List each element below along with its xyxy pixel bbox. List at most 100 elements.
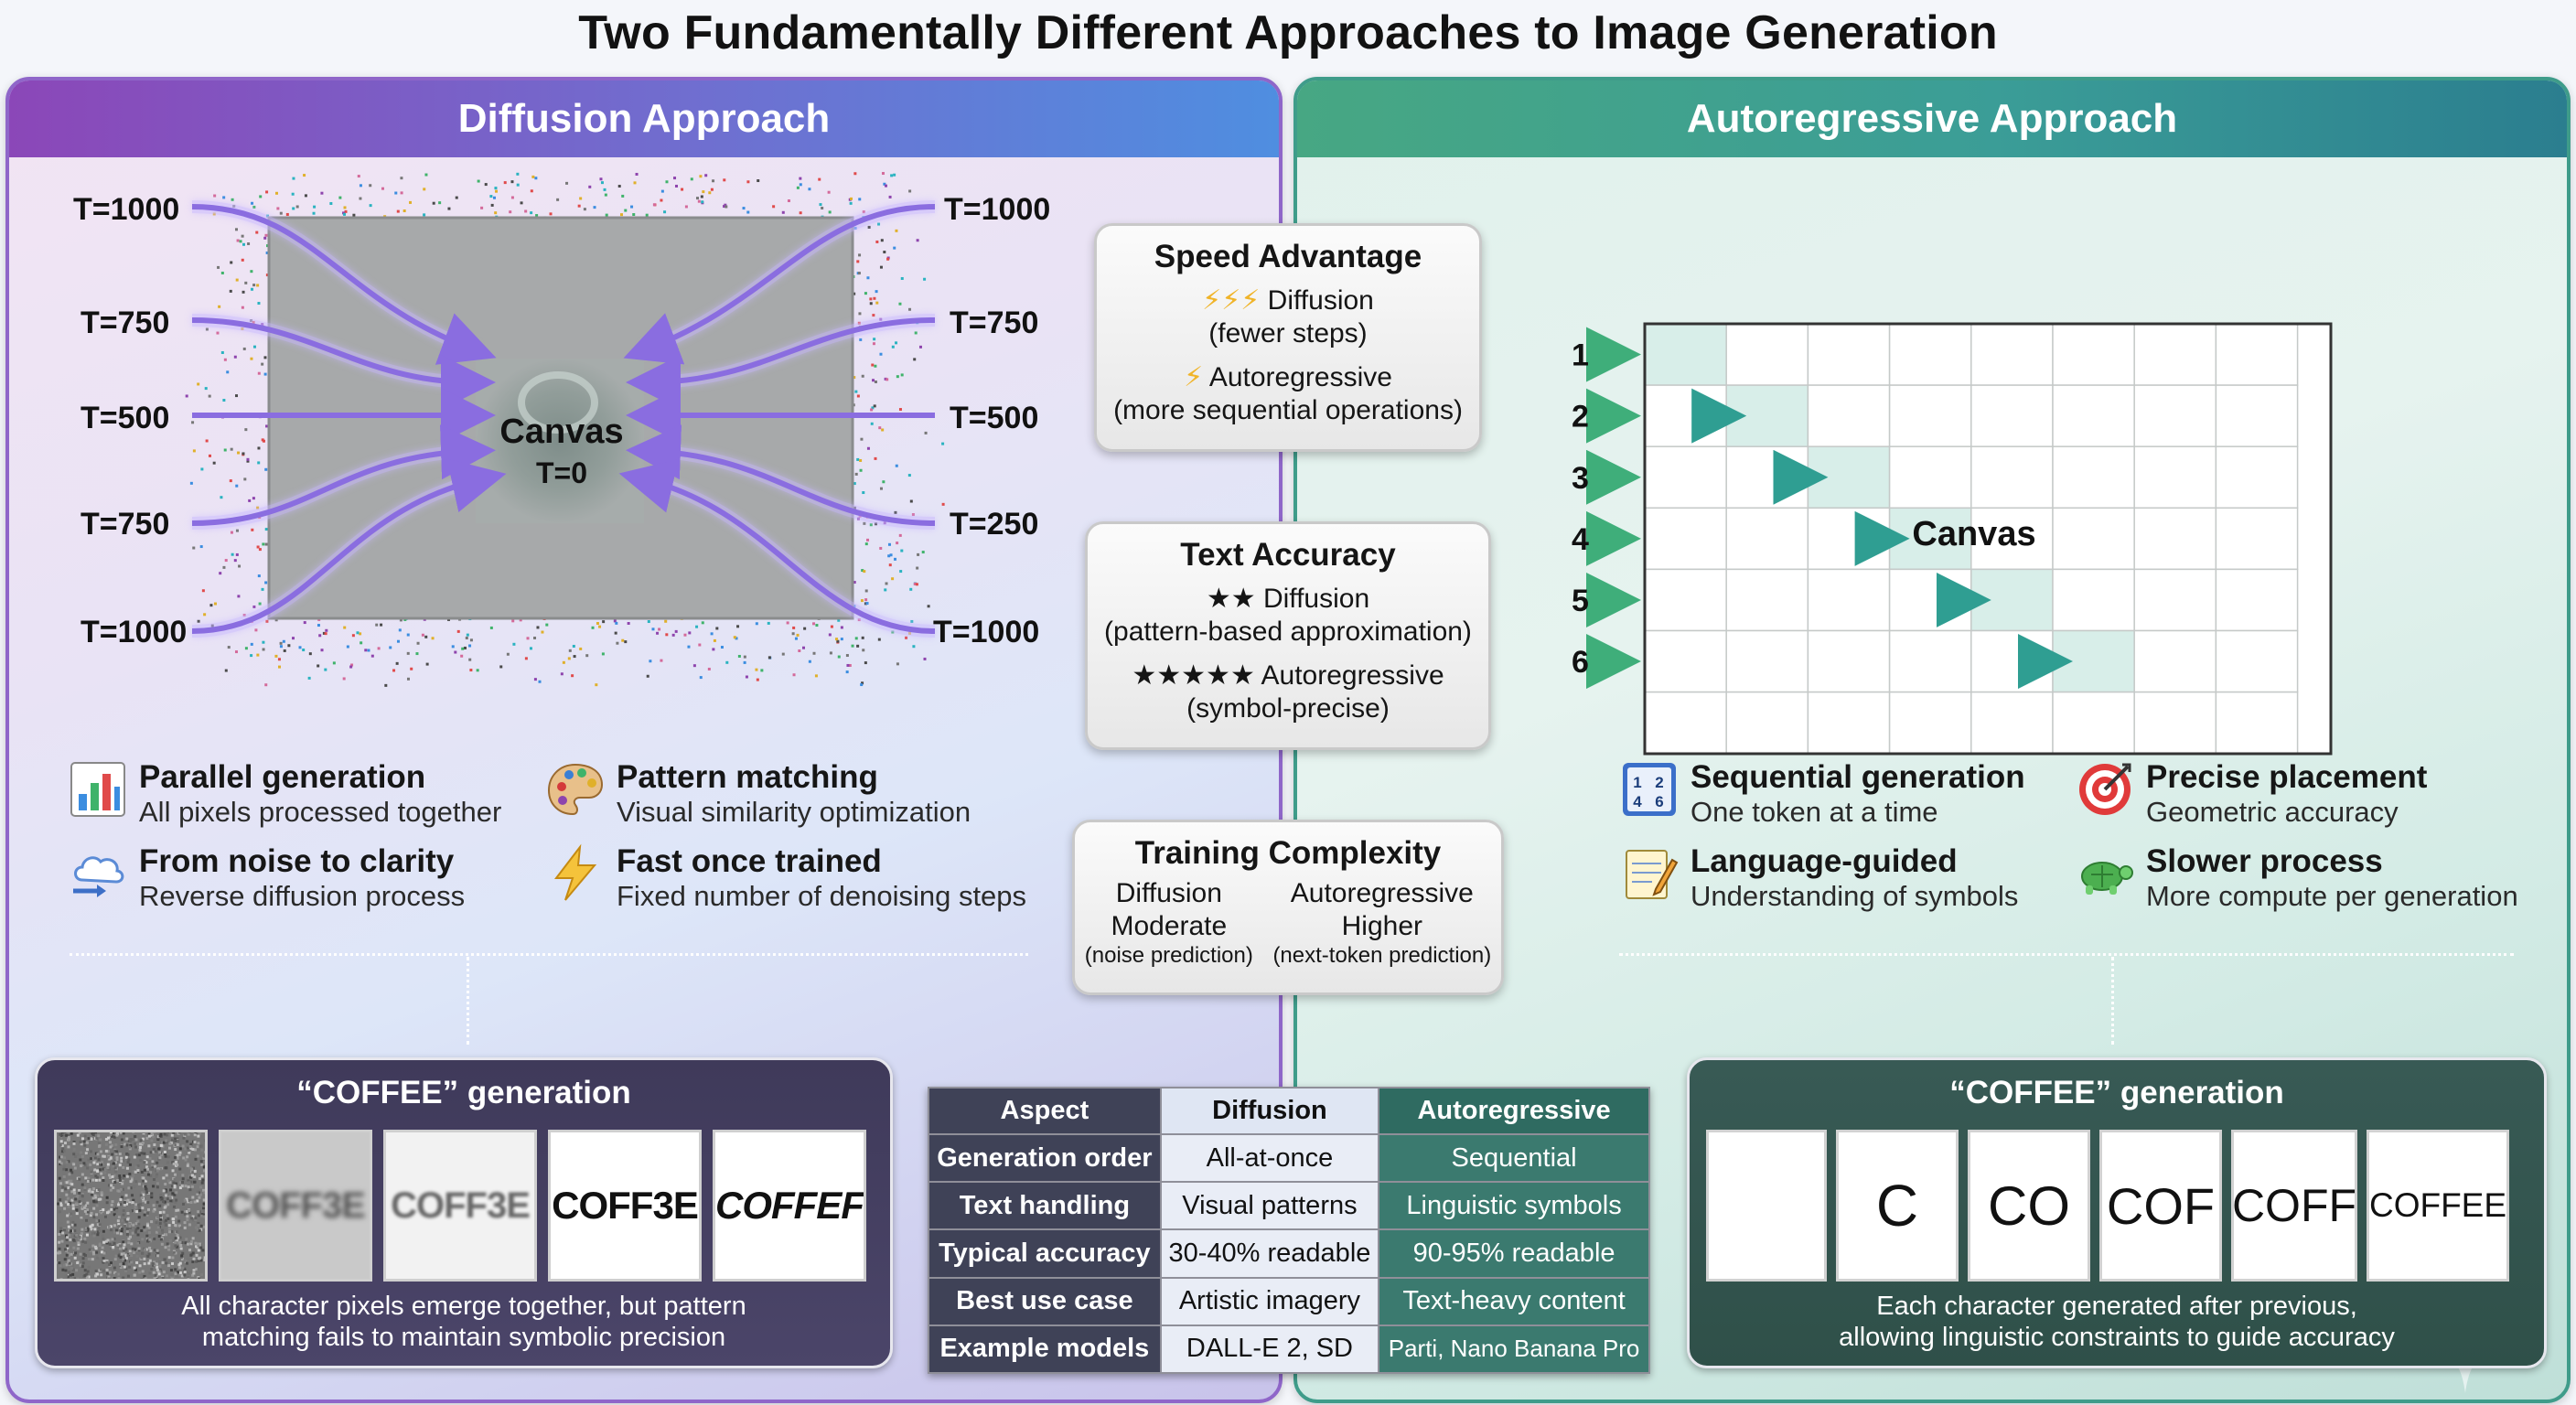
noise-dot — [736, 625, 740, 628]
noise-pixel — [61, 1198, 65, 1202]
noise-dot — [238, 564, 242, 568]
noise-pixel — [65, 1161, 69, 1164]
noise-pixel — [113, 1224, 116, 1228]
noise-pixel — [83, 1134, 87, 1138]
noise-pixel — [137, 1203, 141, 1207]
noise-pixel — [85, 1212, 89, 1216]
noise-pixel — [150, 1194, 154, 1197]
noise-dot — [881, 172, 885, 176]
noise-pixel — [188, 1174, 191, 1178]
noise-dot — [536, 626, 540, 629]
noise-dot — [406, 633, 410, 637]
noise-pixel — [143, 1161, 146, 1164]
noise-pixel — [173, 1137, 177, 1141]
table-cell: DALL-E 2, SD — [1159, 1324, 1380, 1375]
noise-pixel — [173, 1193, 177, 1196]
noise-pixel — [106, 1166, 110, 1170]
noise-pixel — [72, 1163, 76, 1166]
noise-dot — [787, 199, 790, 203]
noise-pixel — [132, 1223, 135, 1227]
noise-pixel — [72, 1148, 76, 1152]
noise-pixel — [195, 1253, 199, 1257]
ar-grid-cell — [2133, 507, 2217, 571]
noise-dot — [234, 228, 238, 231]
ar-grid-cell — [1807, 384, 1891, 447]
noise-pixel — [160, 1196, 164, 1200]
card-title: Speed Advantage — [1154, 239, 1422, 274]
noise-dot — [786, 621, 789, 625]
noise-dot — [263, 356, 267, 359]
ar-frame-5: COFF — [2231, 1130, 2357, 1282]
noise-pixel — [67, 1138, 70, 1142]
ar-grid-cell — [2215, 323, 2299, 386]
noise-dot — [853, 172, 857, 176]
noise-dot — [322, 631, 326, 635]
feature-subtitle: More compute per generation — [2146, 880, 2518, 912]
noise-pixel — [125, 1143, 129, 1147]
diffusion-arrow — [191, 424, 496, 526]
noise-pixel — [70, 1132, 73, 1135]
noise-dot — [282, 639, 285, 643]
noise-pixel — [154, 1273, 157, 1277]
noise-pixel — [133, 1209, 136, 1213]
noise-pixel — [100, 1194, 103, 1197]
noise-pixel — [111, 1146, 114, 1150]
noise-dot — [218, 305, 221, 308]
noise-pixel — [65, 1249, 69, 1252]
noise-pixel — [169, 1188, 173, 1192]
noise-pixel — [141, 1207, 145, 1210]
noise-pixel — [189, 1175, 193, 1179]
noise-pixel — [162, 1210, 166, 1214]
noise-dot — [883, 251, 886, 254]
noise-pixel — [202, 1165, 205, 1169]
noise-pixel — [175, 1160, 178, 1164]
noise-pixel — [59, 1162, 63, 1165]
noise-pixel — [202, 1215, 205, 1218]
noise-dot — [257, 574, 261, 578]
noise-pixel — [177, 1140, 180, 1143]
noise-dot — [283, 649, 286, 652]
row-number: 3 — [1572, 461, 1589, 496]
noise-dot — [235, 529, 239, 532]
noise-dot — [696, 197, 700, 200]
noise-dot — [303, 174, 306, 177]
noise-pixel — [67, 1259, 70, 1262]
noise-pixel — [199, 1246, 203, 1249]
noise-pixel — [112, 1132, 115, 1135]
noise-pixel — [78, 1132, 81, 1135]
noise-pixel — [164, 1154, 167, 1158]
noise-pixel — [102, 1154, 105, 1158]
noise-pixel — [114, 1152, 118, 1155]
diffusion-frame-5: COFFEF — [713, 1130, 866, 1282]
noise-dot — [743, 655, 746, 659]
noise-pixel — [108, 1239, 112, 1242]
noise-dot — [533, 636, 537, 639]
noise-pixel — [197, 1223, 200, 1227]
noise-dot — [698, 643, 702, 647]
noise-pixel — [142, 1134, 145, 1138]
noise-pixel — [114, 1254, 118, 1258]
noise-pixel — [91, 1258, 94, 1261]
noise-pixel — [78, 1235, 81, 1239]
noise-dot — [757, 179, 760, 183]
noise-pixel — [167, 1227, 171, 1230]
noise-pixel — [102, 1178, 105, 1182]
noise-pixel — [124, 1257, 128, 1260]
noise-dot — [524, 209, 528, 213]
noise-pixel — [71, 1223, 75, 1227]
noise-dot — [220, 350, 224, 354]
noise-pixel — [196, 1242, 199, 1246]
noise-pixel — [105, 1151, 109, 1154]
turtle-icon — [2081, 862, 2133, 895]
noise-pixel — [101, 1250, 104, 1254]
noise-dot — [197, 619, 200, 623]
noise-dot — [277, 658, 281, 661]
noise-dot — [392, 669, 396, 672]
noise-dot — [263, 236, 267, 240]
noise-dot — [889, 553, 893, 557]
noise-dot — [632, 213, 636, 217]
diffusion-arrow — [191, 317, 496, 410]
card-label: Diffusion — [1262, 584, 1370, 614]
